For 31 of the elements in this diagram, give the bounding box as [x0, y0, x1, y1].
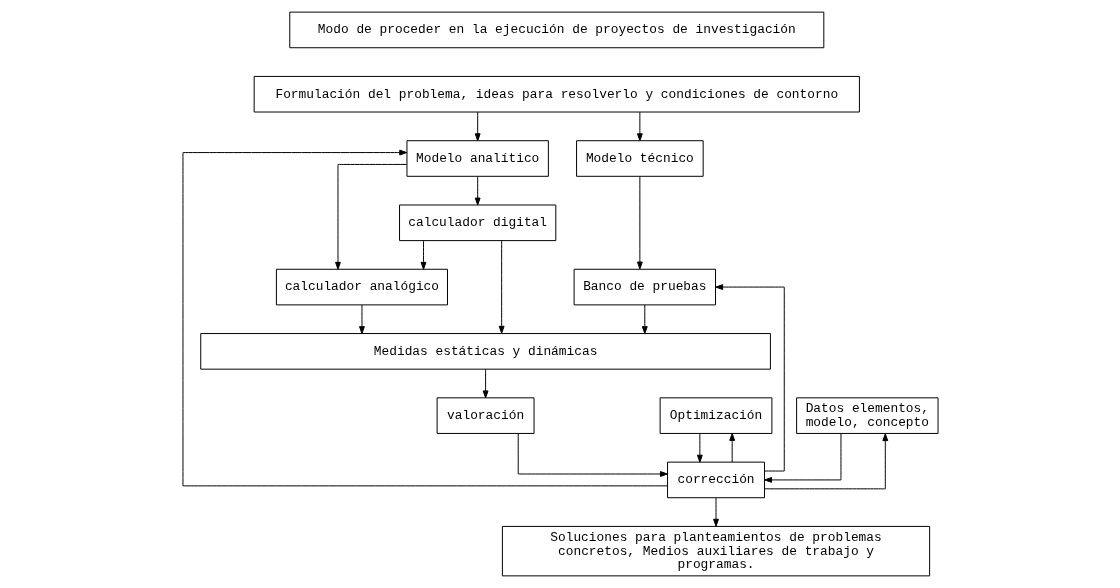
node-box: valoración [436, 397, 535, 434]
node-box: Formulación del problema, ideas para resolverlo y condiciones de contorno [253, 75, 860, 113]
arrow [641, 304, 648, 335]
node-box: Modelo analítico [405, 140, 549, 177]
node-box: Datos elementos, modelo, concepto [795, 397, 939, 434]
node-box: Soluciones para planteamientos de problemas concretos, Medios auxiliares de trabajo y programas. [501, 525, 930, 577]
arrow [181, 149, 668, 487]
arrow [636, 111, 643, 142]
arrow [714, 284, 785, 472]
node-box: corrección [666, 461, 765, 499]
arrow [474, 111, 481, 142]
arrow [474, 175, 481, 206]
node-box: calculador analógico [275, 268, 448, 306]
node-box: Modo de proceder en la ejecución de proyectos de investigación [288, 11, 824, 49]
arrow [482, 368, 488, 399]
arrow [763, 433, 841, 483]
node-box: calculador digital [398, 204, 556, 242]
arrow [334, 163, 407, 270]
arrow [763, 433, 888, 490]
arrow [420, 240, 426, 270]
arrow [517, 432, 668, 477]
arrow [498, 240, 505, 334]
arrow [696, 433, 703, 463]
arrow [712, 497, 719, 527]
arrow [636, 175, 643, 270]
arrow [728, 432, 735, 463]
node-box: Medidas estáticas y dinámicas [199, 333, 771, 370]
node-box: Modelo técnico [575, 140, 704, 177]
node-box: Banco de pruebas [573, 268, 716, 306]
node-box: Optimización [659, 397, 772, 434]
arrow [358, 304, 365, 335]
